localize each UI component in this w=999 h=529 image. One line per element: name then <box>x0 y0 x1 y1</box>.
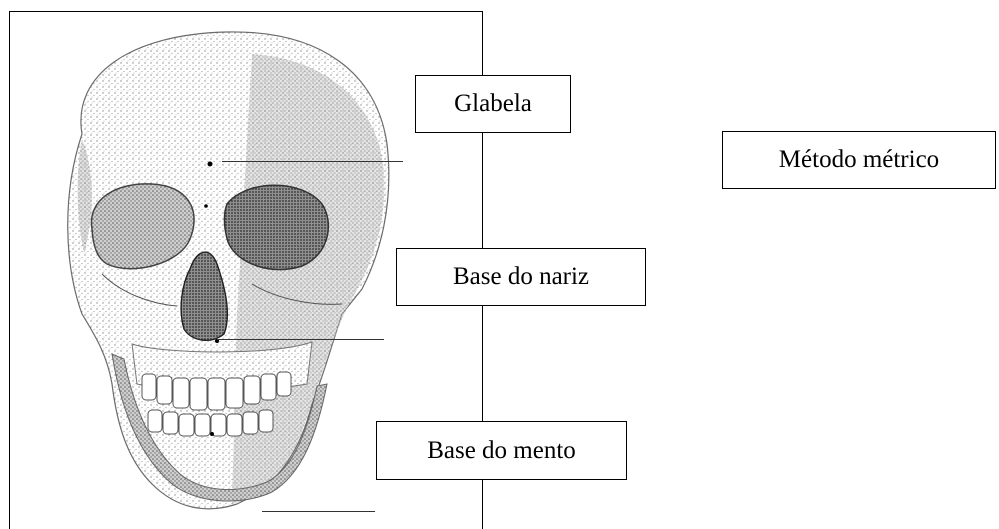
right-orbit <box>224 185 328 269</box>
label-glabela: Glabela <box>415 75 571 133</box>
chin-base-pointer-line <box>262 511 375 512</box>
glabela-pointer-line <box>222 161 403 162</box>
label-glabela-text: Glabela <box>454 90 532 118</box>
label-metodo-metrico-text: Método métrico <box>779 146 939 174</box>
glabela-point <box>208 162 213 167</box>
nasal-base-pointer-line <box>217 339 384 340</box>
label-base-do-mento-text: Base do mento <box>427 437 576 465</box>
label-base-do-nariz: Base do nariz <box>396 248 646 306</box>
label-base-do-nariz-text: Base do nariz <box>453 263 589 291</box>
label-base-do-mento: Base do mento <box>376 421 627 480</box>
chin-point <box>210 432 214 436</box>
label-metodo-metrico: Método métrico <box>722 131 996 189</box>
